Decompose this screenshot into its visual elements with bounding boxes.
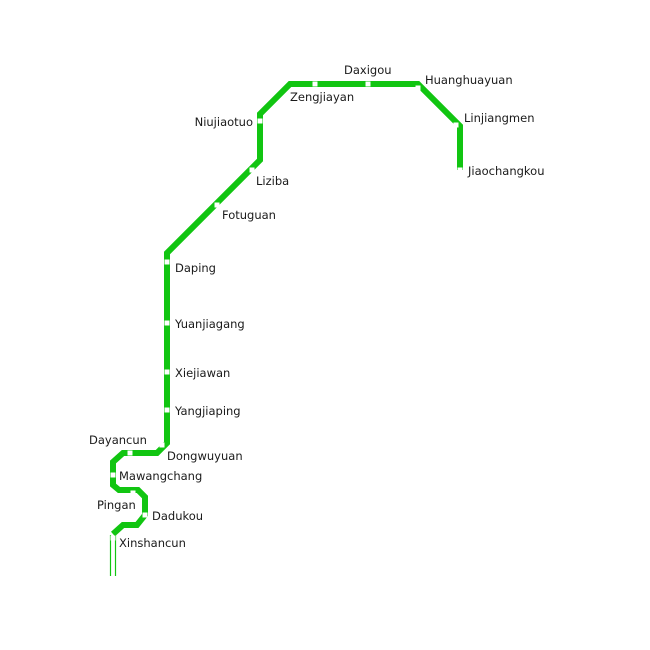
station-label-pingan[interactable]: Pingan: [97, 498, 136, 512]
station-marker-xiejiawan[interactable]: [164, 369, 170, 375]
station-label-dongwuyuan[interactable]: Dongwuyuan: [167, 449, 243, 463]
metro-line-extension: [109, 535, 117, 576]
station-marker-jiaochangkou[interactable]: [457, 167, 463, 173]
station-markers: [110, 81, 463, 541]
station-label-xiejiawan[interactable]: Xiejiawan: [175, 366, 230, 380]
station-marker-yangjiaping[interactable]: [164, 407, 170, 413]
station-marker-zengjiayan[interactable]: [312, 81, 318, 87]
station-marker-dadukou[interactable]: [142, 512, 148, 518]
station-label-daxigou[interactable]: Daxigou: [344, 63, 392, 77]
metro-line-route: [110, 81, 463, 537]
station-marker-xinshancun[interactable]: [110, 535, 116, 541]
station-marker-fotuguan[interactable]: [214, 202, 220, 208]
station-label-yuanjiagang[interactable]: Yuanjiagang: [174, 317, 245, 331]
station-label-zengjiayan[interactable]: Zengjiayan: [290, 90, 354, 104]
station-label-niujiaotuo[interactable]: Niujiaotuo: [195, 115, 253, 129]
station-label-fotuguan[interactable]: Fotuguan: [222, 208, 276, 222]
station-label-xinshancun[interactable]: Xinshancun: [119, 536, 186, 550]
station-label-huanghuayuan[interactable]: Huanghuayuan: [425, 73, 513, 87]
station-label-yangjiaping[interactable]: Yangjiaping: [174, 404, 241, 418]
station-marker-daxigou[interactable]: [365, 81, 371, 87]
station-label-dadukou[interactable]: Dadukou: [152, 509, 203, 523]
station-label-liziba[interactable]: Liziba: [256, 174, 289, 188]
station-marker-niujiaotuo[interactable]: [257, 118, 263, 124]
station-marker-dongwuyuan[interactable]: [159, 442, 165, 448]
station-marker-linjiangmen[interactable]: [453, 122, 459, 128]
station-marker-mawangchang[interactable]: [110, 472, 116, 478]
station-marker-dayancun[interactable]: [127, 450, 133, 456]
station-label-jiaochangkou[interactable]: Jiaochangkou: [467, 164, 545, 178]
station-label-linjiangmen[interactable]: Linjiangmen: [464, 111, 534, 125]
station-marker-pingan[interactable]: [130, 490, 136, 496]
station-marker-daping[interactable]: [164, 259, 170, 265]
station-label-mawangchang[interactable]: Mawangchang: [119, 469, 202, 483]
station-marker-huanghuayuan[interactable]: [415, 85, 421, 91]
station-marker-yuanjiagang[interactable]: [164, 320, 170, 326]
station-label-dayancun[interactable]: Dayancun: [89, 433, 147, 447]
station-marker-liziba[interactable]: [249, 167, 255, 173]
station-labels: Jiaochangkou Linjiangmen Huanghuayuan Da…: [89, 63, 545, 550]
station-label-daping[interactable]: Daping: [175, 261, 216, 275]
